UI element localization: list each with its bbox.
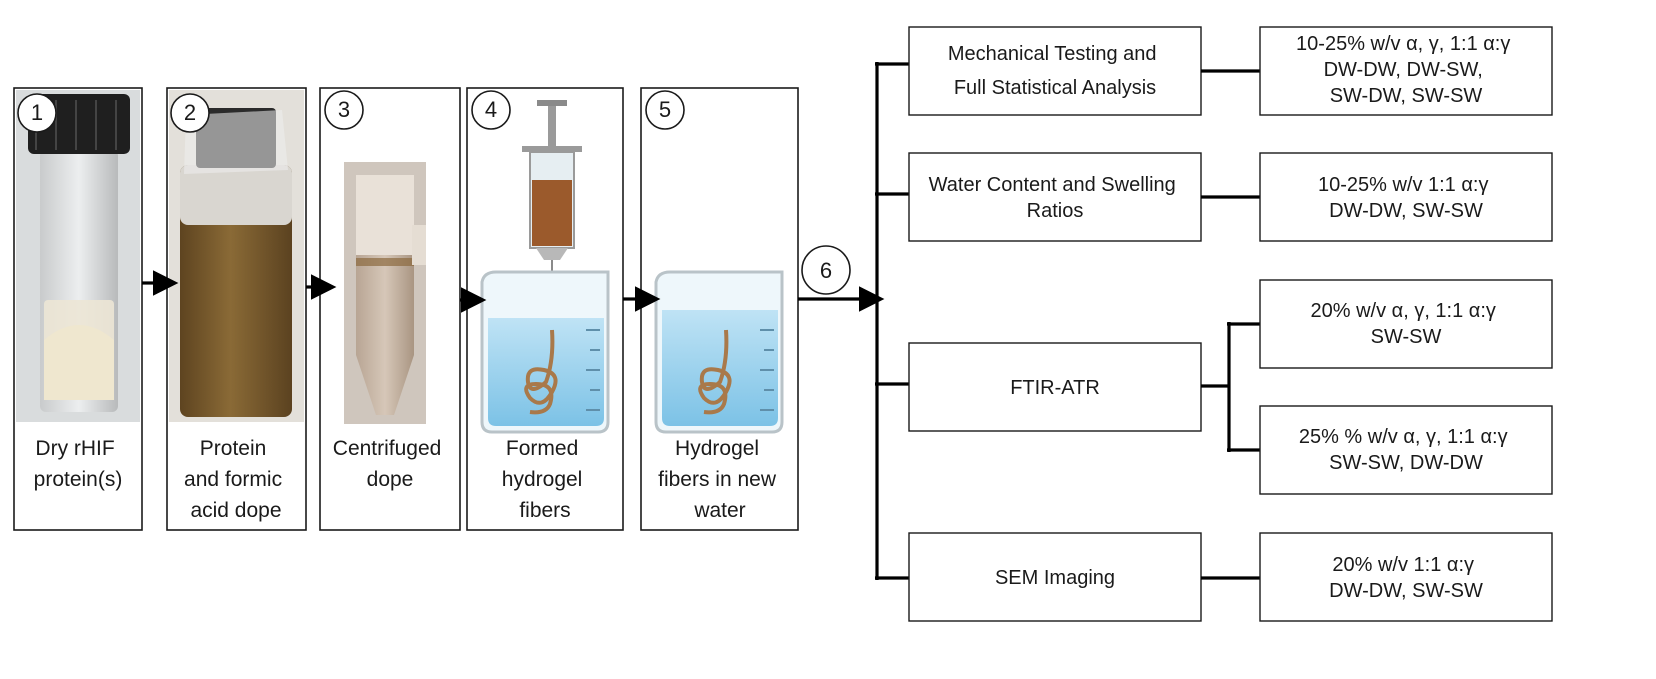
dope-vial-photo — [169, 90, 304, 422]
syringe-beaker-icon — [480, 100, 610, 434]
beaker-icon — [654, 270, 784, 434]
condition-mechanical: 10-25% w/v α, γ, 1:1 α:γ DW-DW, DW-SW, S… — [1259, 26, 1553, 116]
centrifuge-tube-photo — [344, 162, 426, 424]
analysis-mechanical: Mechanical Testing and Full Statistical … — [908, 26, 1202, 116]
vial-photo — [16, 90, 140, 422]
step-panel-3: 3 Centrifuged dope — [319, 87, 461, 531]
step-number-4: 4 — [485, 97, 497, 122]
analysis-label: FTIR-ATR — [1010, 377, 1100, 399]
step-label-4: Formed hydrogel fibers — [502, 437, 588, 522]
step-number-2: 2 — [184, 100, 196, 125]
step-label-5: Hydrogel fibers in new water — [658, 437, 782, 522]
condition-text: 20% w/v α, γ, 1:1 α:γ SW-SW — [1311, 300, 1502, 348]
branch-bracket — [875, 62, 909, 580]
condition-ftir-25: 25% % w/v α, γ, 1:1 α:γ SW-SW, DW-DW — [1259, 405, 1553, 495]
condition-connectors — [1201, 69, 1260, 580]
step-number-3: 3 — [338, 97, 350, 122]
condition-text: 25% % w/v α, γ, 1:1 α:γ SW-SW, DW-DW — [1299, 426, 1513, 474]
analysis-label: Water Content and Swelling Ratios — [929, 174, 1182, 222]
condition-text: 10-25% w/v α, γ, 1:1 α:γ DW-DW, DW-SW, S… — [1296, 33, 1516, 107]
condition-text: 20% w/v 1:1 α:γ DW-DW, SW-SW — [1329, 554, 1483, 602]
condition-sem: 20% w/v 1:1 α:γ DW-DW, SW-SW — [1259, 532, 1553, 622]
analysis-water-content: Water Content and Swelling Ratios — [908, 152, 1202, 242]
condition-ftir-20: 20% w/v α, γ, 1:1 α:γ SW-SW — [1259, 279, 1553, 369]
analysis-label: SEM Imaging — [995, 567, 1115, 589]
step-panel-1: 1 Dry rHIF protein(s) — [13, 87, 143, 531]
step-label-1: Dry rHIF protein(s) — [34, 437, 123, 491]
step-label-3: Centrifuged dope — [333, 437, 447, 491]
step-arrows — [142, 270, 885, 313]
analysis-ftir: FTIR-ATR — [908, 342, 1202, 432]
step-number-6: 6 — [820, 258, 832, 283]
step-number-5: 5 — [659, 97, 671, 122]
step-number-1: 1 — [31, 100, 43, 125]
analysis-label: Mechanical Testing and Full Statistical … — [948, 43, 1162, 99]
condition-water-content: 10-25% w/v 1:1 α:γ DW-DW, SW-SW — [1259, 152, 1553, 242]
step-6-circle — [801, 245, 851, 295]
step-panel-5: 5 Hydrogel fibers in new water — [640, 87, 799, 531]
step-label-2: Protein and formic acid dope — [184, 437, 288, 522]
condition-text: 10-25% w/v 1:1 α:γ DW-DW, SW-SW — [1318, 174, 1494, 222]
step-panel-4: 4 Formed hydrogel fibers — [466, 87, 624, 531]
analysis-sem: SEM Imaging — [908, 532, 1202, 622]
step-panel-2: 2 Protein and formic acid dope — [166, 87, 307, 531]
